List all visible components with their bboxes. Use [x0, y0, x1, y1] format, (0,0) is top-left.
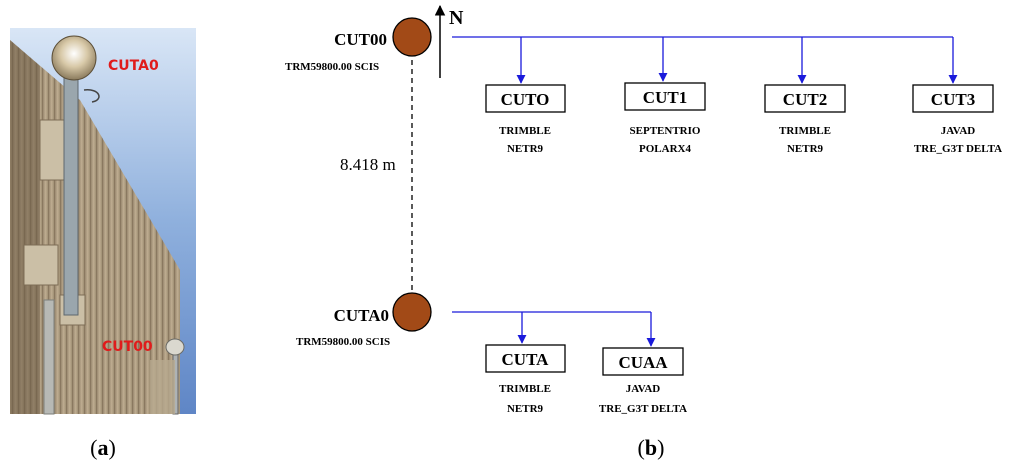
antenna-cuta0-name: CUTA0 — [334, 306, 389, 325]
receiver-model: TRE_G3T DELTA — [914, 143, 1002, 155]
receiver-cut3: CUT3 JAVAD TRE_G3T DELTA — [912, 84, 1002, 155]
photo-cable — [83, 89, 100, 103]
receiver-box — [485, 84, 566, 113]
receiver-name: CUAA — [618, 353, 668, 372]
receiver-maker: SEPTENTRIO — [630, 125, 701, 137]
receiver-box — [602, 347, 684, 376]
photo-panel: CUTA0 CUT00 — [10, 28, 196, 415]
receiver-maker: JAVAD — [626, 383, 660, 395]
receiver-name: CUT2 — [783, 90, 827, 109]
photo-antenna-pole — [63, 74, 79, 316]
photo-antenna-bottom — [165, 338, 185, 356]
receiver-box — [764, 84, 846, 113]
receiver-maker: JAVAD — [941, 125, 975, 137]
photo-railing — [150, 360, 175, 414]
photo-label-bottom: CUT00 — [102, 339, 153, 355]
receiver-name: CUTA — [502, 350, 550, 369]
photo-wall-shadow — [10, 40, 40, 414]
receiver-name: CUT3 — [931, 90, 975, 109]
bottom-distribution — [452, 311, 656, 347]
receiver-cut1: CUT1 SEPTENTRIO POLARX4 — [624, 82, 706, 155]
photo-downpipe — [43, 299, 55, 415]
top-distribution — [452, 36, 958, 84]
receiver-name: CUT1 — [643, 88, 687, 107]
receiver-box — [912, 84, 994, 113]
photo-bracket — [23, 244, 59, 286]
photo-label-top: CUTA0 — [108, 58, 159, 74]
distance-label: 8.418 m — [340, 155, 396, 174]
receiver-cuto: CUTO TRIMBLE NETR9 — [485, 84, 566, 155]
antenna-cuta0-marker — [392, 292, 432, 332]
receiver-model: NETR9 — [507, 403, 544, 415]
receiver-model: TRE_G3T DELTA — [599, 403, 687, 415]
receiver-model: POLARX4 — [639, 143, 691, 155]
antenna-cut00-type: TRM59800.00 SCIS — [285, 61, 379, 73]
receiver-cuta: CUTA TRIMBLE NETR9 — [485, 344, 566, 415]
caption-a: (a) — [90, 435, 116, 460]
north-label: N — [449, 7, 464, 29]
antenna-cut00-marker — [392, 17, 432, 57]
antenna-cut00-name: CUT00 — [334, 30, 387, 49]
receiver-box — [624, 82, 706, 111]
schematic-panel: N 8.418 m CUT00 TRM59800.00 SCIS CUTA0 T… — [285, 4, 1002, 415]
receiver-model: NETR9 — [507, 143, 544, 155]
caption-b: (b) — [638, 435, 665, 460]
receiver-name: CUTO — [501, 90, 550, 109]
receiver-box — [485, 344, 566, 373]
caption-b-letter: b — [645, 435, 657, 460]
receiver-cut2: CUT2 TRIMBLE NETR9 — [764, 84, 846, 155]
receiver-model: NETR9 — [787, 143, 824, 155]
caption-a-letter: a — [98, 435, 109, 460]
photo-antenna-top — [51, 35, 97, 81]
receiver-maker: TRIMBLE — [779, 125, 831, 137]
receiver-maker: TRIMBLE — [499, 125, 551, 137]
antenna-cuta0-type: TRM59800.00 SCIS — [296, 336, 390, 348]
receiver-cuaa: CUAA JAVAD TRE_G3T DELTA — [599, 347, 687, 415]
receiver-maker: TRIMBLE — [499, 383, 551, 395]
